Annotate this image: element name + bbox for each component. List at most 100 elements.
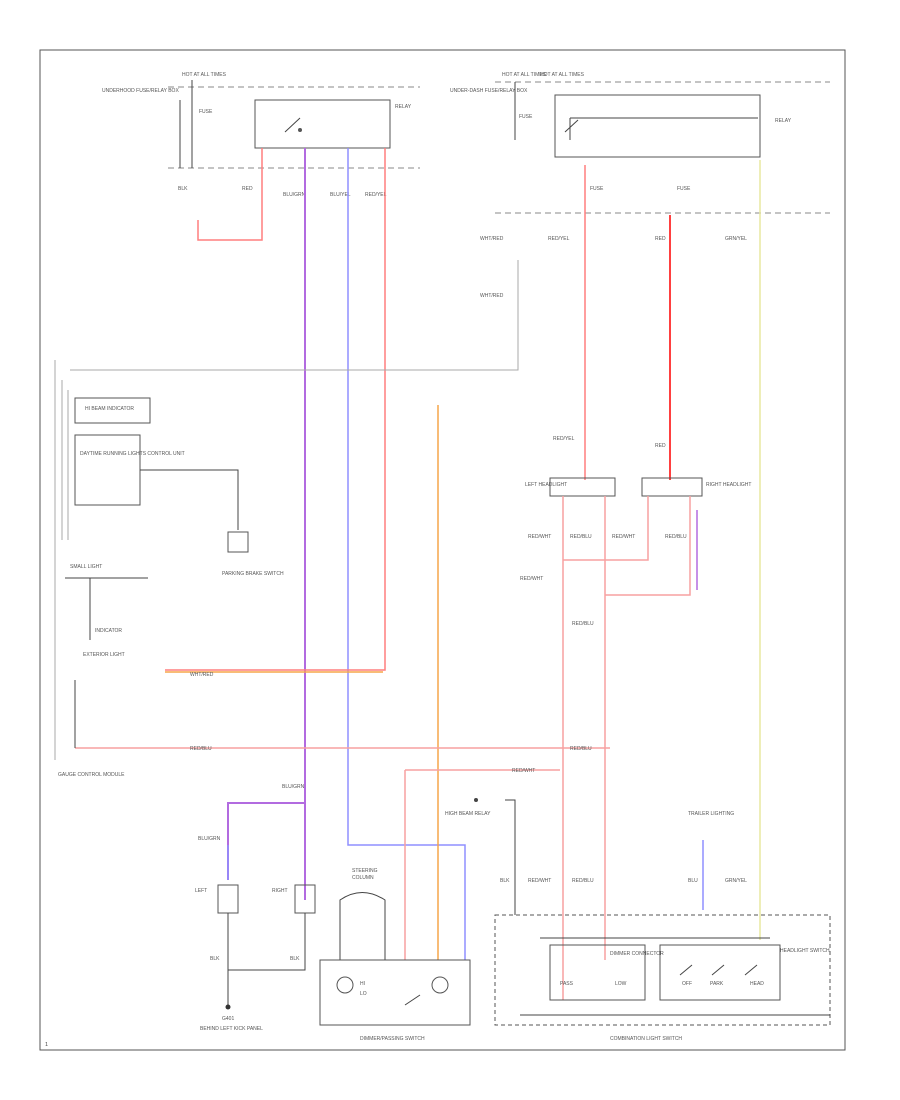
label-headlight-switch: HEADLIGHT SWITCH bbox=[780, 948, 830, 954]
comb-headlight-box bbox=[659, 944, 781, 1001]
label-fuse-c: FUSE bbox=[590, 186, 604, 192]
label-red-2: RED bbox=[655, 236, 666, 242]
dimmer-switch-circle-2 bbox=[431, 976, 449, 994]
parking-brake-switch bbox=[227, 531, 249, 553]
label-red-wht-d: RED/WHT bbox=[512, 768, 535, 774]
label-wht-red-1: WHT/RED bbox=[480, 236, 504, 242]
label-underhood: UNDERHOOD FUSE/RELAY BOX bbox=[102, 88, 179, 94]
dimmer-switch-circle-1 bbox=[336, 976, 354, 994]
wire-gray-dim bbox=[70, 260, 519, 371]
dimmer-switch-lever bbox=[404, 994, 421, 1006]
label-relay-1: RELAY bbox=[395, 104, 412, 110]
label-red-blu-a: RED/BLU bbox=[570, 534, 592, 540]
hi-beam-indicator-box bbox=[74, 397, 151, 424]
label-grn-yel-2: GRN/YEL bbox=[725, 878, 747, 884]
label-ground-note: BEHIND LEFT KICK PANEL bbox=[200, 1026, 263, 1032]
label-red-wht-b: RED/WHT bbox=[612, 534, 635, 540]
wire-hl-cross-a bbox=[563, 496, 649, 561]
steering-arc bbox=[339, 892, 386, 960]
label-wht-red-2: WHT/RED bbox=[480, 293, 504, 299]
label-fuse-a: FUSE bbox=[199, 109, 213, 115]
label-gauge-module: GAUGE CONTROL MODULE bbox=[58, 772, 125, 778]
pointer-node bbox=[474, 798, 478, 802]
right-headlight-box bbox=[641, 477, 703, 497]
ground-node bbox=[225, 1004, 231, 1010]
comb-sw-1 bbox=[679, 964, 693, 976]
label-head: HEAD bbox=[750, 981, 764, 987]
wire-black-sw bbox=[505, 799, 516, 915]
label-small-light: SMALL LIGHT bbox=[70, 564, 102, 570]
wire-red-relay bbox=[165, 148, 386, 671]
label-blk-4: BLK bbox=[500, 878, 510, 884]
wire-purple-left bbox=[227, 802, 305, 880]
label-red-blu-d: RED/BLU bbox=[190, 746, 212, 752]
label-red-blu-f: RED/BLU bbox=[572, 878, 594, 884]
label-column: COLUMN bbox=[352, 875, 374, 881]
label-trailer-control: TRAILER LIGHTING bbox=[688, 811, 734, 817]
label-hot-1: HOT AT ALL TIMES bbox=[182, 72, 227, 78]
label-red-yel-2: RED/YEL bbox=[548, 236, 570, 242]
diagram-frame bbox=[39, 49, 846, 1051]
label-red-blu-c: RED/BLU bbox=[572, 621, 594, 627]
page-ref: 1 bbox=[45, 1042, 48, 1048]
label-pass: PASS bbox=[560, 981, 574, 987]
label-red-yel: RED/YEL bbox=[365, 192, 387, 198]
label-hot-2: HOT AT ALL TIMES bbox=[502, 72, 547, 78]
label-blu-yel: BLU/YEL bbox=[330, 192, 351, 198]
dimmer-switch-box bbox=[319, 959, 471, 1026]
label-drl-unit: DAYTIME RUNNING LIGHTS CONTROL UNIT bbox=[80, 451, 185, 457]
label-blu-grn: BLU/GRN bbox=[283, 192, 306, 198]
label-relay-2: RELAY bbox=[775, 118, 792, 124]
label-right-headlight: RIGHT HEADLIGHT bbox=[706, 482, 751, 488]
left-light-bulb bbox=[217, 884, 239, 914]
wire-hl-cross-b bbox=[605, 496, 691, 596]
label-hot-3: HOT AT ALL TIMES bbox=[540, 72, 585, 78]
label-fuse-b: FUSE bbox=[519, 114, 533, 120]
relay-left-node bbox=[298, 128, 302, 132]
label-dimmer-connector: DIMMER CONNECTOR bbox=[610, 951, 664, 957]
label-red-wht-a: RED/WHT bbox=[528, 534, 551, 540]
label-wht-red-3: WHT/RED bbox=[190, 672, 214, 678]
label-blk: BLK bbox=[178, 186, 188, 192]
label-grn-yel: GRN/YEL bbox=[725, 236, 747, 242]
wire-left-red-short bbox=[197, 148, 263, 241]
label-red: RED bbox=[242, 186, 253, 192]
relay-left-contact bbox=[284, 117, 301, 133]
label-blu: BLU bbox=[688, 878, 698, 884]
label-high-beam-relay: HIGH BEAM RELAY bbox=[445, 811, 491, 817]
label-red-blu-b: RED/BLU bbox=[665, 534, 687, 540]
label-combination-switch: COMBINATION LIGHT SWITCH bbox=[610, 1036, 682, 1042]
relay-right-contact bbox=[564, 119, 579, 133]
label-blu-grn-3: BLU/GRN bbox=[198, 836, 221, 842]
label-red-wht-e: RED/WHT bbox=[528, 878, 551, 884]
wire-blue-main bbox=[347, 148, 466, 960]
drl-unit-box bbox=[74, 434, 141, 506]
wire-black-ground bbox=[227, 913, 306, 971]
label-steering: STEERING bbox=[352, 868, 378, 874]
label-low: LOW bbox=[615, 981, 627, 987]
label-park: PARK bbox=[710, 981, 724, 987]
label-hi-beam-indicator: HI BEAM INDICATOR bbox=[85, 406, 134, 412]
combination-switch-box bbox=[494, 914, 831, 1026]
comb-dimmer-box bbox=[549, 944, 646, 1001]
comb-sw-2 bbox=[711, 964, 725, 976]
label-blk-2: BLK bbox=[210, 956, 220, 962]
label-dimmer-switch: DIMMER/PASSING SWITCH bbox=[360, 1036, 425, 1042]
label-underdash: UNDER-DASH FUSE/RELAY BOX bbox=[450, 88, 528, 94]
label-red-yel-3: RED/YEL bbox=[553, 436, 575, 442]
label-indicator: INDICATOR bbox=[95, 628, 122, 634]
label-blu-grn-2: BLU/GRN bbox=[282, 784, 305, 790]
comb-sw-3 bbox=[744, 964, 758, 976]
label-exterior-light: EXTERIOR LIGHT bbox=[83, 652, 125, 658]
label-off: OFF bbox=[682, 981, 692, 987]
label-red-blu-e: RED/BLU bbox=[570, 746, 592, 752]
label-lo-sw: LO bbox=[360, 991, 367, 997]
label-fuse-d: FUSE bbox=[677, 186, 691, 192]
relay-box-left bbox=[254, 99, 391, 149]
label-left-light: LEFT bbox=[195, 888, 207, 894]
label-left-headlight: LEFT HEADLIGHT bbox=[525, 482, 567, 488]
label-right-light: RIGHT bbox=[272, 888, 288, 894]
label-g-ground: G401 bbox=[222, 1016, 234, 1022]
label-red-wht-c: RED/WHT bbox=[520, 576, 543, 582]
